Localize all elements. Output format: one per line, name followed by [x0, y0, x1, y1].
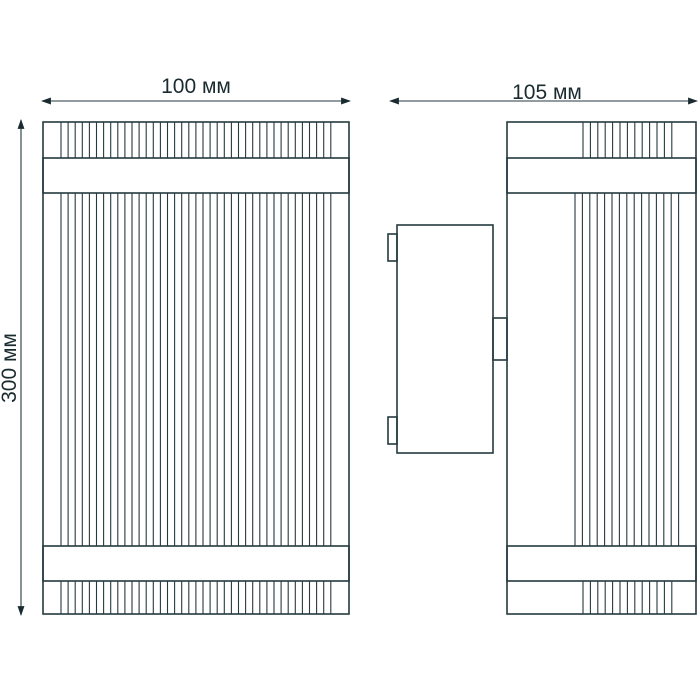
bracket-connector — [492, 317, 508, 361]
front-bottom-band — [42, 545, 350, 582]
depth-label: 105 мм — [512, 81, 582, 104]
bracket-clip-top — [387, 233, 398, 262]
front-middle-fins — [60, 193, 332, 546]
side-body-outline — [506, 121, 697, 615]
side-bottom-fins — [582, 581, 673, 614]
bracket-clip-bottom — [387, 416, 398, 445]
mounting-bracket — [396, 224, 494, 454]
side-bottom-band — [506, 545, 697, 582]
front-top-fins — [60, 122, 332, 158]
height-dimension: 300 мм — [0, 119, 25, 616]
width-dimension: 100 мм — [41, 75, 351, 105]
depth-dimension: 105 мм — [389, 81, 698, 105]
front-view — [42, 121, 350, 615]
side-view — [387, 121, 697, 615]
height-label: 300 мм — [0, 333, 21, 403]
front-bottom-fins — [60, 581, 332, 614]
side-middle-fins — [574, 193, 680, 546]
side-top-fins — [582, 122, 673, 158]
side-top-band — [506, 157, 697, 194]
front-top-band — [42, 157, 350, 194]
width-label: 100 мм — [161, 75, 231, 98]
